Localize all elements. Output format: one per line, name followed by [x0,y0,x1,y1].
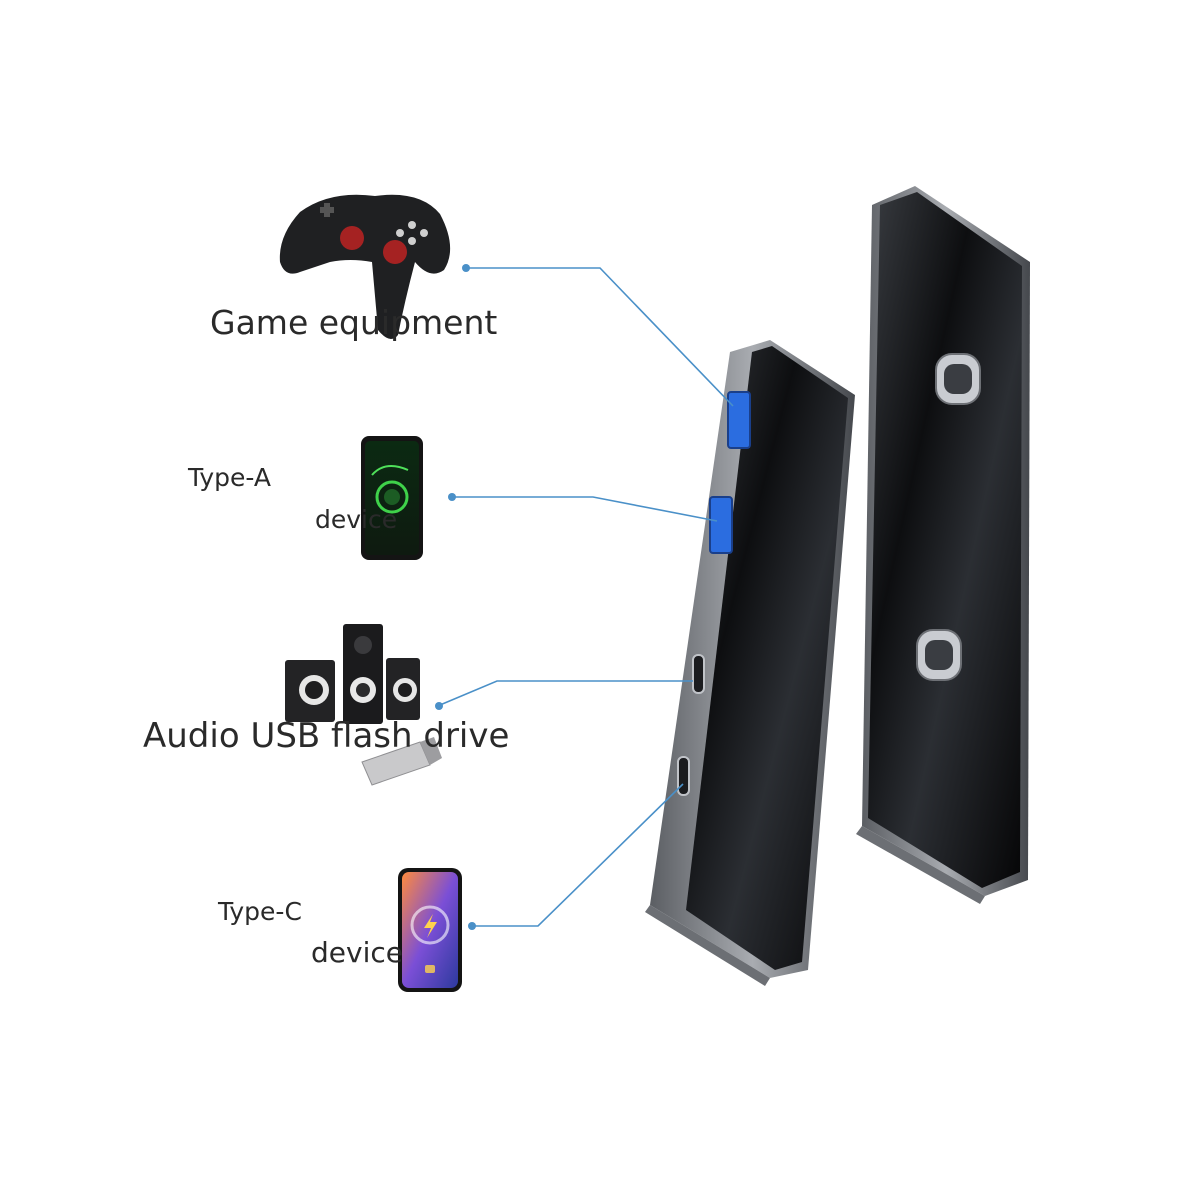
usb-flash-drive-icon [361,737,442,786]
gamepad-icon [279,194,451,339]
connector-line-type-c [472,783,684,927]
connector-dot-audio [435,702,443,710]
connector-dot-game [462,264,470,272]
connector-dot-type-a [448,493,456,501]
label-audio-usb-flash-drive: Audio USB flash drive [143,716,510,756]
connector-line-game [466,267,734,407]
usb-c-port-1 [692,654,705,694]
usb-a-port-2 [709,496,733,554]
hub-rear-panel [856,186,1030,904]
usb-c-plug-lower [916,629,962,681]
label-device-type-a: device [315,505,398,534]
label-type-a: Type-A [188,463,271,492]
label-device-type-c: device [311,936,403,969]
connector-line-audio [439,680,693,706]
speakers-icon [285,624,420,724]
label-game-equipment: Game equipment [210,303,498,342]
smartphone-android-icon [361,436,423,560]
usb-c-plug-upper [935,353,981,405]
hub-front-panel [645,340,855,986]
usb-c-port-2 [677,756,690,796]
usb-a-port-1 [727,391,751,449]
connector-dot-type-c [468,922,476,930]
smartphone-iphone-icon [398,868,462,992]
label-type-c: Type-C [218,897,302,926]
connector-lines [435,264,734,930]
connector-line-type-a [452,496,718,522]
